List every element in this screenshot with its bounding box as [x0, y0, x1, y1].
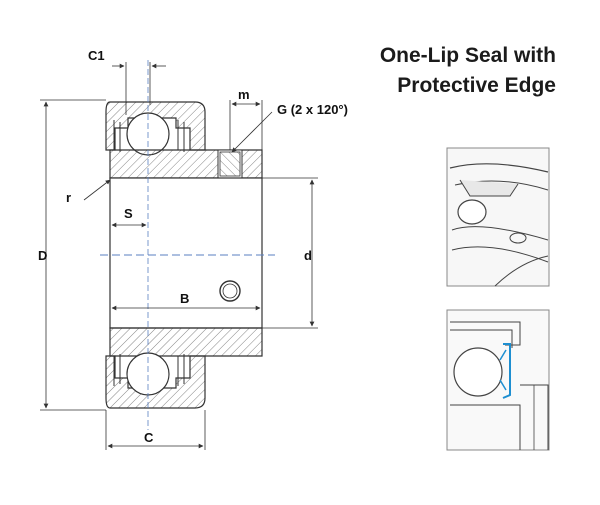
title-line-1: One-Lip Seal with: [379, 44, 556, 67]
dim-m: [229, 100, 263, 150]
label-r: r: [66, 190, 71, 205]
seal-bottom: [113, 354, 185, 386]
outer-ring-top: [105, 101, 206, 151]
label-G: G (2 x 120°): [277, 102, 348, 117]
title-line-2: Protective Edge: [397, 74, 556, 97]
label-S: S: [124, 206, 133, 221]
inner-ring-top: [109, 149, 263, 179]
outer-ring-bottom: [105, 355, 206, 409]
dim-C1: [112, 62, 166, 115]
seal-top: [113, 120, 185, 152]
detail-view-3d: [446, 147, 550, 287]
label-D: D: [38, 248, 47, 263]
leader-G: [231, 111, 273, 153]
label-m: m: [238, 87, 250, 102]
dim-C: [105, 410, 206, 450]
label-B: B: [180, 291, 189, 306]
dim-d: [262, 177, 318, 329]
label-d: d: [304, 248, 312, 263]
inner-ring-bottom: [109, 327, 263, 357]
label-C1: C1: [88, 48, 105, 63]
detail-view-seal: [446, 309, 550, 451]
dim-D: [40, 99, 106, 411]
label-C: C: [144, 430, 154, 445]
leader-r: [83, 179, 111, 201]
